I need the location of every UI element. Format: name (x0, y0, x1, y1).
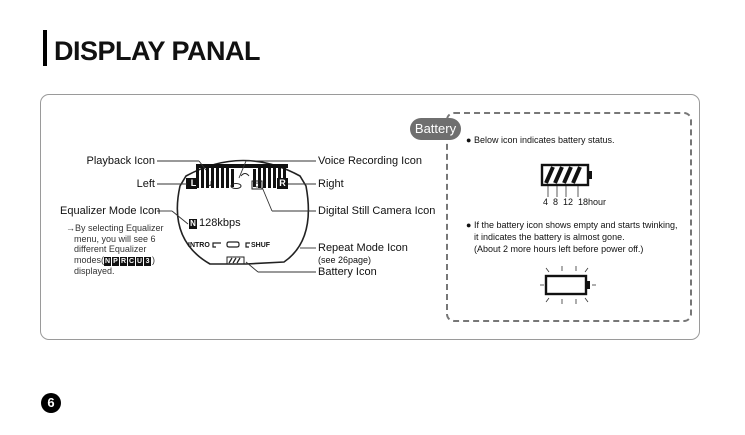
battery-bullet-2-line1: If the battery icon shows empty and star… (473, 220, 678, 230)
hour-ticks (547, 186, 579, 197)
battery-tag: Battery (410, 118, 461, 140)
eq-mode-letter-p: P (112, 256, 120, 266)
repeat-icon-1 (212, 242, 221, 248)
label-battery: Battery Icon (318, 266, 377, 278)
eq-mode-letter-c: C (128, 256, 136, 266)
eq-mode-letter-u: U (136, 256, 144, 266)
right-marker-box (277, 178, 288, 189)
voice-icon (230, 183, 242, 189)
lcd-shuf: SHUF (251, 242, 271, 249)
battery-bullet-2-line3: (About 2 more hours left before power of… (474, 244, 644, 254)
lcd-right-marker: R (279, 178, 286, 188)
eq-mode-letter-n: N (104, 256, 112, 266)
level-bars-left (196, 168, 234, 188)
battery-bullet-1-text: Below icon indicates battery status. (473, 135, 615, 145)
camera-icon (251, 180, 263, 190)
page-title: DISPLAY PANAL (54, 36, 261, 66)
repeat-icon-3 (245, 242, 250, 248)
eq-note-line2: menu, you will see 6 (74, 233, 156, 244)
eq-mode-letter-3: 3 (144, 256, 152, 266)
blink-rays (540, 266, 596, 304)
battery-full-icon (540, 163, 592, 187)
leader-lines (157, 160, 316, 273)
eq-note-suffix: ) (152, 254, 156, 265)
repeat-icon-2 (226, 241, 240, 248)
left-marker-box (186, 178, 197, 189)
label-right: Right (318, 178, 344, 190)
battery-bullet-1: ● Below icon indicates battery status. (466, 135, 615, 145)
battery-info-box (446, 112, 692, 322)
eq-note-line5: displayed. (74, 265, 115, 276)
battery-bullet-2: ● If the battery icon shows empty and st… (466, 220, 678, 254)
label-left: Left (136, 178, 155, 190)
eq-note-line3: different Equalizer (74, 244, 147, 254)
page-number: 6 (41, 393, 61, 413)
lcd-intro: INTRO (188, 242, 210, 249)
label-repeat-note: (see 26page) (318, 255, 372, 265)
lcd-eq-letter: N (190, 219, 196, 228)
eq-note-prefix: modes( (74, 254, 105, 265)
eq-note-line1: →By selecting Equalizer (66, 223, 164, 233)
title-accent-bar (43, 30, 47, 66)
battery-empty-icon (544, 274, 590, 296)
lcd-left-marker: L (190, 178, 197, 188)
label-camera: Digital Still Camera Icon (318, 205, 436, 217)
battery-bullet-2-line2: it indicates the battery is almost gone. (474, 232, 625, 242)
battery-hours: 4 8 12 18hour (543, 197, 607, 207)
playback-icon: ♫ (208, 178, 216, 189)
eq-indicator-box (189, 219, 197, 229)
label-playback: Playback Icon (86, 155, 155, 167)
display-panel-frame (40, 94, 700, 340)
equalizer-note: →By selecting Equalizer menu, you will s… (66, 223, 164, 276)
lcd-bitrate: 128kbps (199, 217, 241, 229)
lcd-battery-icon (226, 256, 245, 265)
eq-mode-letter-r: R (120, 256, 128, 266)
label-voice: Voice Recording Icon (318, 155, 422, 167)
label-repeat: Repeat Mode Icon (318, 242, 408, 254)
label-equalizer: Equalizer Mode Icon (60, 205, 161, 217)
